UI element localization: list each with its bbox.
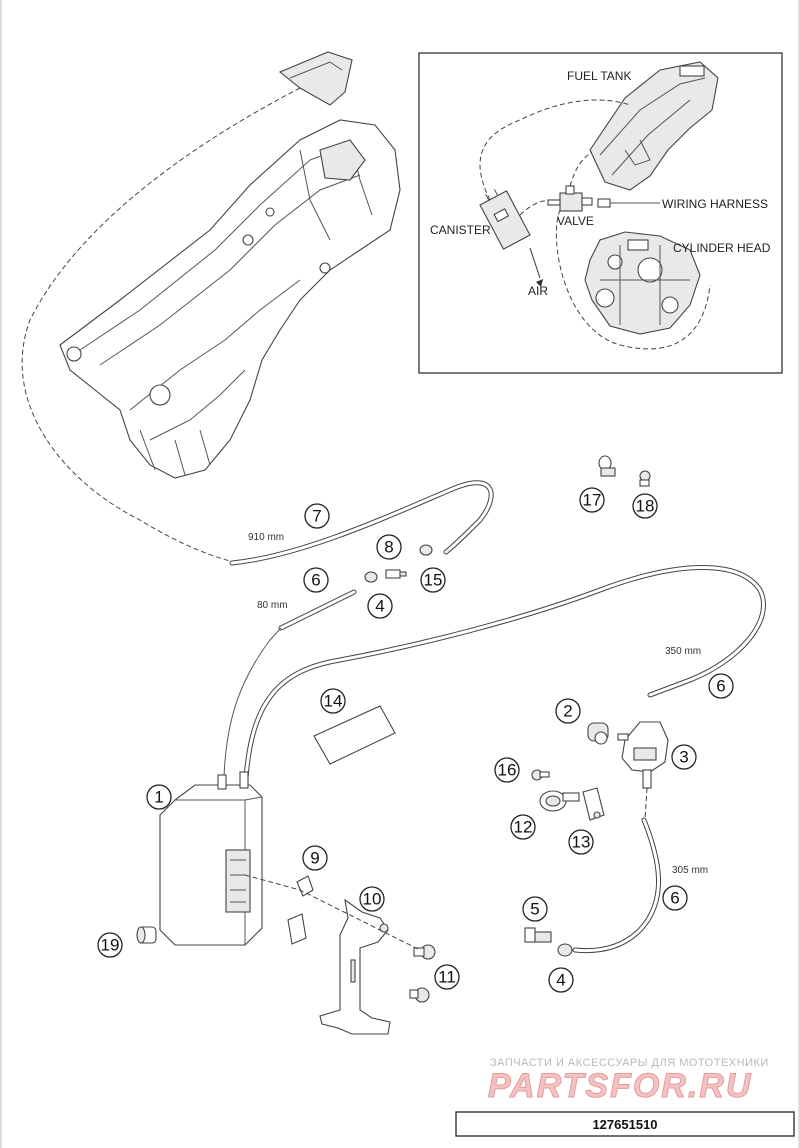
inset-air-arrowhead <box>536 279 543 287</box>
part-code: 127651510 <box>592 1117 657 1132</box>
callout-4-bottom-number: 4 <box>556 971 565 990</box>
callout-6-return-number: 6 <box>670 889 679 908</box>
callout-12: 12 <box>510 814 536 840</box>
inset-system-overview: FUEL TANK CANISTER VALVE WIRING HARNESS … <box>418 52 783 374</box>
clamp-part-2 <box>587 722 609 745</box>
inset-fuel-tank-drawing <box>589 61 719 191</box>
label-cylinder-head: CYLINDER HEAD <box>673 241 771 255</box>
hose-7 <box>229 480 494 566</box>
label-air: AIR <box>528 284 548 298</box>
frame-to-hose-dashed-line <box>21 87 301 564</box>
callout-8-number: 8 <box>384 538 393 557</box>
callout-18: 18 <box>632 493 658 519</box>
bracket-part-10 <box>319 898 391 1035</box>
hose-6-short <box>278 589 357 631</box>
callout-10: 10 <box>359 886 385 912</box>
callout-1-number: 1 <box>154 788 163 807</box>
inset-canister-to-valve-line <box>519 200 549 216</box>
callout-9-number: 9 <box>310 849 319 868</box>
clip-nut-part-9 <box>287 875 314 945</box>
callout-6-long: 6 <box>708 673 734 699</box>
watermark-brand: PARTSFOR.RU <box>488 1067 752 1105</box>
callout-7-number: 7 <box>312 507 321 526</box>
callout-4-top-number: 4 <box>375 597 384 616</box>
callout-3-number: 3 <box>679 748 688 767</box>
purge-valve-part-3 <box>617 721 669 789</box>
inset-valve-to-head-line <box>555 209 711 350</box>
valve-to-hose-dash <box>644 787 648 821</box>
clamp-part-17 <box>598 455 616 477</box>
callout-5: 5 <box>522 896 548 922</box>
callout-14-number: 14 <box>324 692 343 711</box>
callout-4-top: 4 <box>367 593 393 619</box>
length-305mm: 305 mm <box>672 865 708 876</box>
part-code-box <box>455 1111 795 1137</box>
callout-9: 9 <box>302 845 328 871</box>
callout-6-long-number: 6 <box>716 677 725 696</box>
callout-7: 7 <box>304 503 330 529</box>
length-80mm: 80 mm <box>257 600 288 611</box>
callout-17-number: 17 <box>583 491 602 510</box>
bolt-part-16 <box>531 769 550 781</box>
canister-to-short-hose-line <box>223 627 282 779</box>
clamp-part-4-bottom <box>557 943 573 957</box>
damper-part-19 <box>136 926 157 944</box>
label-wiring-harness: WIRING HARNESS <box>662 197 768 211</box>
hose-6-long <box>243 565 766 781</box>
callout-11-number: 11 <box>438 968 456 987</box>
label-canister: CANISTER <box>430 223 491 237</box>
inset-canister-drawing <box>479 189 531 250</box>
callout-13-number: 13 <box>572 833 591 852</box>
inset-frame <box>418 52 783 374</box>
callout-5-number: 5 <box>530 900 539 919</box>
connector-part-5 <box>524 927 552 943</box>
callout-19: 19 <box>97 932 123 958</box>
length-350mm: 350 mm <box>665 646 701 657</box>
callout-16-number: 16 <box>498 761 517 780</box>
callout-4-bottom: 4 <box>548 967 574 993</box>
inset-valve-drawing <box>547 185 611 212</box>
hose-6-valve-return <box>572 817 661 954</box>
callout-10-number: 10 <box>363 890 382 909</box>
holder-part-12 <box>539 790 580 812</box>
callout-18-number: 18 <box>636 497 655 516</box>
callout-11: 11 <box>434 964 460 990</box>
inset-cylinder-head-drawing <box>584 231 701 335</box>
clamp-part-15 <box>419 544 433 556</box>
frame-drawing <box>59 51 401 479</box>
label-valve: VALVE <box>557 214 594 228</box>
callout-15: 15 <box>420 567 446 593</box>
inset-tank-to-canister-line <box>479 99 631 201</box>
callout-3: 3 <box>671 744 697 770</box>
callout-6-short: 6 <box>303 567 329 593</box>
screw-part-11 <box>409 944 436 1003</box>
canister-part-1 <box>159 771 263 946</box>
callout-8: 8 <box>376 534 402 560</box>
watermark-tagline: ЗАПЧАСТИ И АКСЕССУАРЫ ДЛЯ МОТОТЕХНИКИ <box>490 1057 769 1069</box>
callout-2: 2 <box>555 698 581 724</box>
callout-6-return: 6 <box>662 885 688 911</box>
callout-12-number: 12 <box>514 818 533 837</box>
callout-19-number: 19 <box>101 936 120 955</box>
callout-16: 16 <box>494 757 520 783</box>
connector-part-8 <box>385 569 407 579</box>
bolt-part-18 <box>639 470 651 487</box>
callout-2-number: 2 <box>563 702 572 721</box>
callout-1: 1 <box>146 784 172 810</box>
clamp-part-4-top <box>364 571 378 583</box>
inset-valve-to-tank-line <box>569 151 593 187</box>
plate-part-13 <box>582 787 605 821</box>
sticker-part-14 <box>313 705 396 765</box>
inset-air-arrow-line <box>529 247 541 279</box>
length-910mm: 910 mm <box>248 532 284 543</box>
callout-14: 14 <box>320 688 346 714</box>
canister-mount-dash <box>244 874 421 951</box>
callout-6-short-number: 6 <box>311 571 320 590</box>
callout-15-number: 15 <box>424 571 443 590</box>
callout-17: 17 <box>579 487 605 513</box>
label-fuel-tank: FUEL TANK <box>567 69 631 83</box>
callout-13: 13 <box>568 829 594 855</box>
